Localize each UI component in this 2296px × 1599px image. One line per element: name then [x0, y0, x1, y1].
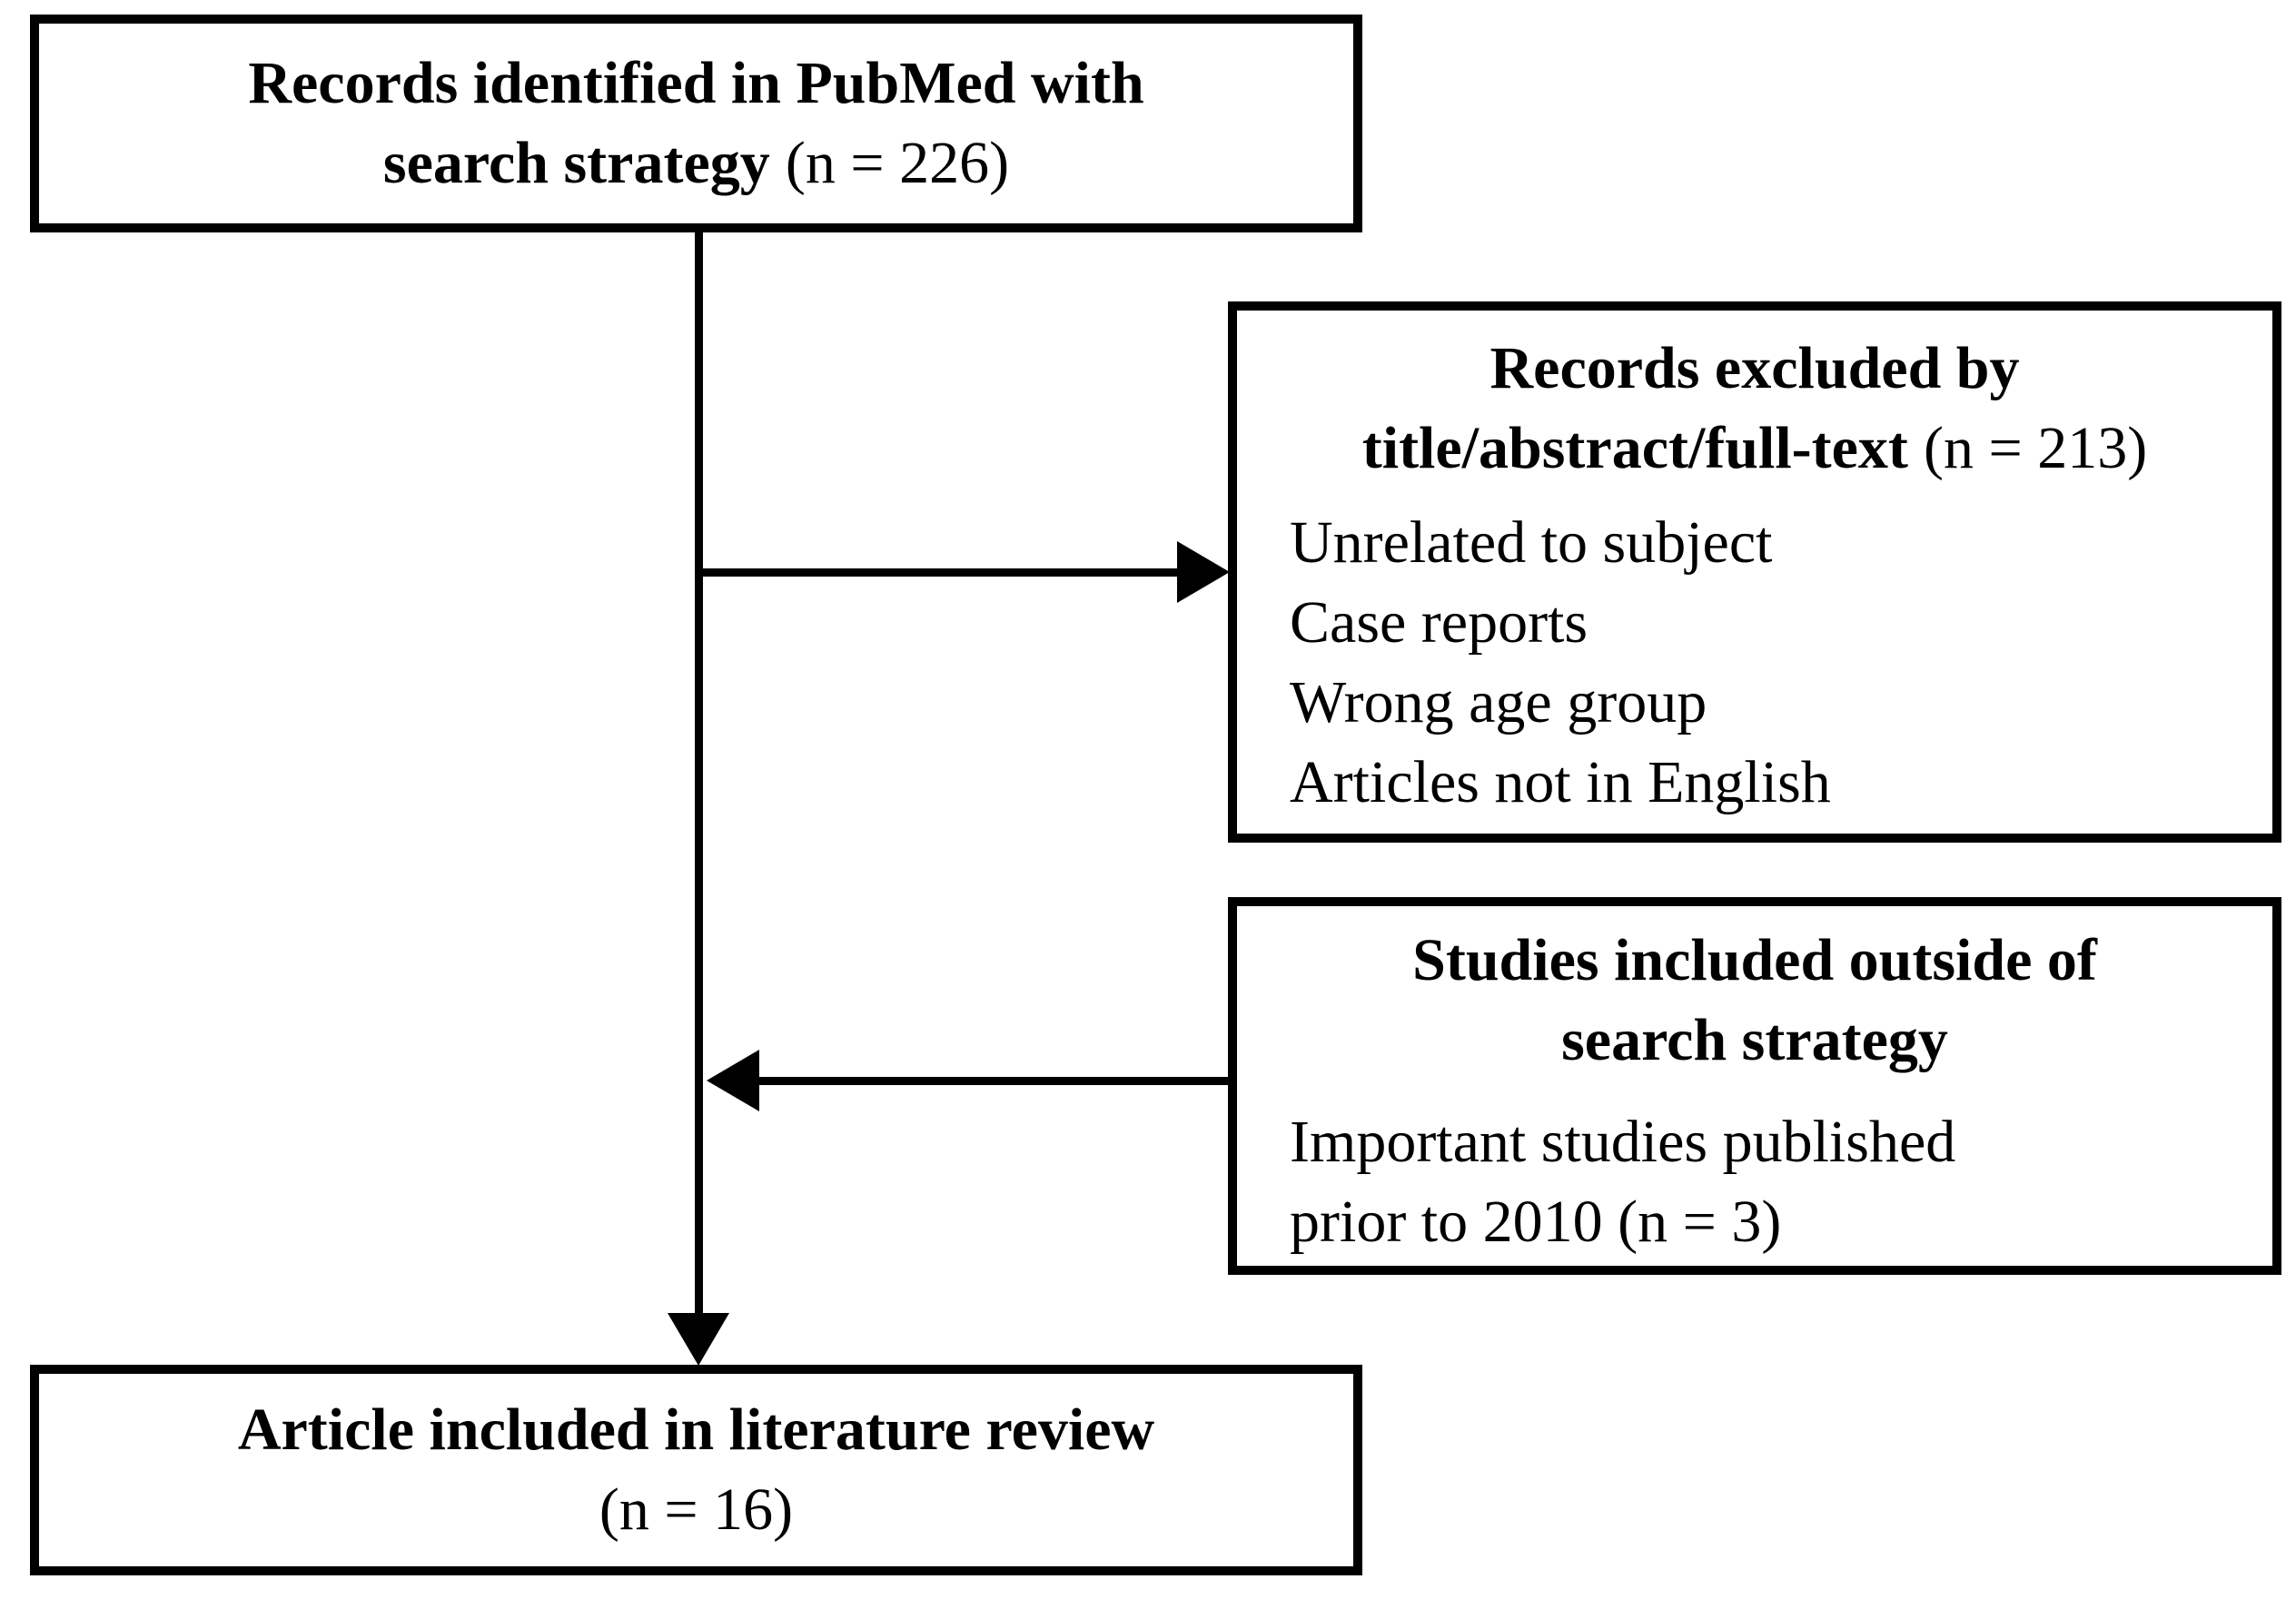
articles-included-box: Article included in literature review (n…: [30, 1365, 1362, 1575]
right-arrowhead-icon: [1177, 541, 1230, 603]
records-identified-count: (n = 226): [785, 130, 1010, 196]
records-identified-box: Records identified in PubMed with search…: [30, 15, 1362, 232]
records-excluded-title-part2: title/abstract/full-text: [1361, 415, 1908, 481]
studies-outside-body-line1: Important studies published: [1290, 1109, 1956, 1175]
arrow-from-outside-line: [759, 1077, 1228, 1085]
down-arrowhead-icon: [668, 1313, 729, 1366]
records-excluded-title-part1: Records excluded by: [1489, 335, 2020, 401]
studies-outside-title: Studies included outside of search strat…: [1262, 921, 2247, 1081]
records-identified-title-part2: search strategy: [382, 130, 770, 196]
articles-included-line1: Article included in literature review: [238, 1390, 1154, 1470]
left-arrowhead-icon: [707, 1050, 759, 1111]
exclusion-reason-item: Articles not in English: [1290, 749, 1831, 815]
studies-outside-title-line2: search strategy: [1262, 1001, 2247, 1081]
records-excluded-box: Records excluded by title/abstract/full-…: [1228, 301, 2281, 843]
studies-outside-title-part2: search strategy: [1561, 1007, 1948, 1073]
exclusion-reason-item: Wrong age group: [1290, 669, 1707, 735]
arrow-to-excluded-line: [698, 568, 1177, 577]
exclusion-reason-item: Case reports: [1290, 589, 1588, 656]
records-excluded-title-line2: title/abstract/full-text(n = 213): [1262, 409, 2247, 489]
articles-included-title: Article included in literature review: [237, 1397, 1155, 1463]
connector-vertical-line: [695, 231, 703, 1313]
records-excluded-title: Records excluded by title/abstract/full-…: [1262, 329, 2247, 489]
records-identified-title-part1: Records identified in PubMed with: [248, 50, 1144, 116]
studies-outside-box: Studies included outside of search strat…: [1228, 897, 2281, 1275]
studies-outside-body-line2: prior to 2010 (n = 3): [1290, 1189, 1782, 1255]
exclusion-reasons-list: Unrelated to subject Case reports Wrong …: [1262, 503, 2247, 823]
studies-outside-title-line1: Studies included outside of: [1262, 921, 2247, 1001]
records-excluded-title-line1: Records excluded by: [1262, 329, 2247, 409]
records-excluded-count: (n = 213): [1924, 415, 2148, 481]
articles-included-count: (n = 16): [599, 1476, 794, 1543]
studies-outside-body: Important studies published prior to 201…: [1262, 1102, 2247, 1262]
records-identified-line1: Records identified in PubMed with: [248, 44, 1143, 123]
exclusion-reason-item: Unrelated to subject: [1290, 509, 1773, 576]
studies-outside-title-part1: Studies included outside of: [1412, 927, 2097, 993]
records-identified-line2: search strategy(n = 226): [383, 123, 1009, 203]
